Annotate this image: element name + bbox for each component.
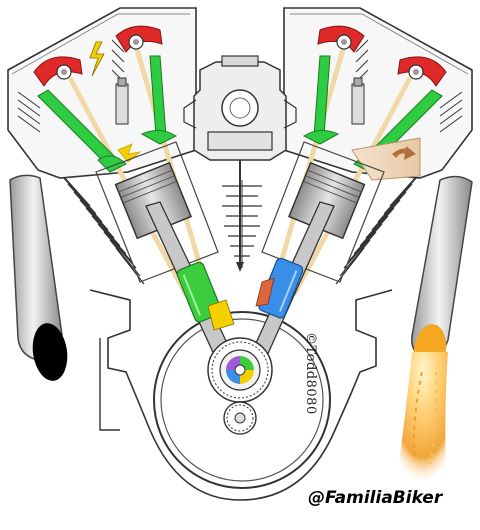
watermark-label: @FamiliaBiker: [308, 488, 443, 508]
right-exhaust-pipe: [398, 175, 473, 480]
left-piston: [114, 161, 193, 240]
exhaust-outlet-left: [32, 323, 68, 381]
copyright-label: ©Todd8080: [303, 332, 318, 415]
carburetor: [183, 55, 297, 272]
cam-gear: [223, 401, 257, 435]
carb-throat: [221, 89, 259, 127]
right-piston: [287, 161, 366, 240]
crank-gear: [207, 337, 273, 403]
crankcase-outline: [89, 289, 393, 501]
spark-lightning-icon: [89, 41, 105, 77]
valley-fins: [222, 180, 262, 268]
exhaust-flame-icon: [398, 352, 448, 480]
right-cylinder: [251, 141, 385, 359]
spark-plug-left: [115, 77, 129, 125]
cooling-fins-left: [55, 167, 145, 285]
left-exhaust-pipe: [9, 174, 68, 381]
cooling-fins-right: [335, 167, 425, 285]
left-cylinder: [95, 141, 239, 373]
spark-plug-right: [351, 77, 365, 125]
